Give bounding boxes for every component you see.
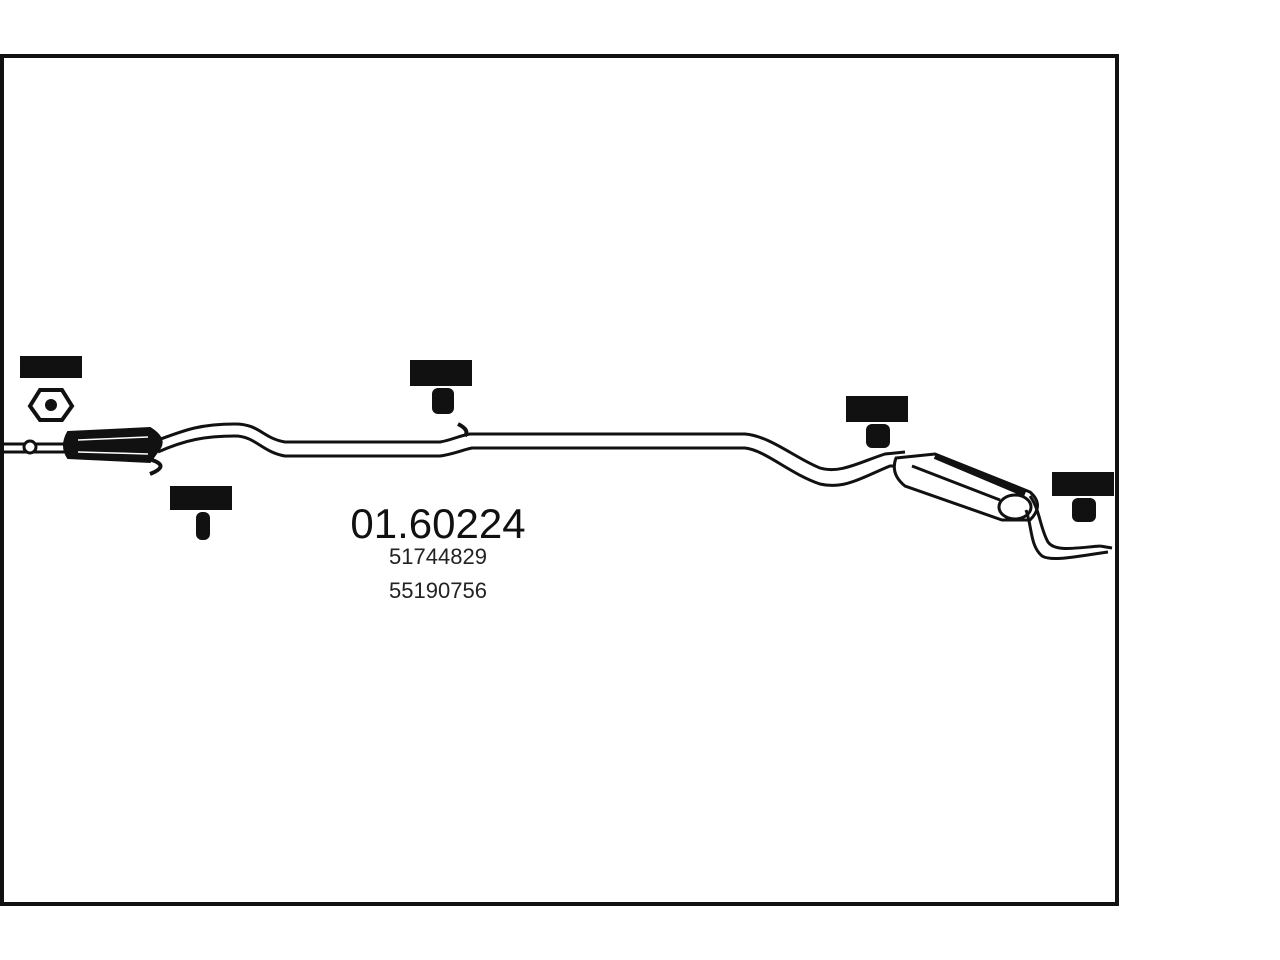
tail-pipe <box>1024 495 1113 561</box>
fitting-4-mount-icon <box>846 396 908 448</box>
front-pipe <box>4 426 163 464</box>
oem-number-label-2: 55190756 <box>389 578 487 603</box>
rear-silencer <box>892 452 1039 522</box>
oem-number-label-1: 51744829 <box>389 544 487 569</box>
fitting-2-mount-icon <box>149 458 232 540</box>
middle-pipe <box>157 422 906 487</box>
fitting-5-mount-icon <box>1052 472 1114 522</box>
diagram-frame <box>0 54 1119 906</box>
fitting-1-gasket-icon <box>20 356 82 422</box>
part-number-label: 01.60224 <box>350 500 525 547</box>
front-silencer <box>63 426 163 464</box>
fitting-3-mount-icon <box>410 360 472 438</box>
